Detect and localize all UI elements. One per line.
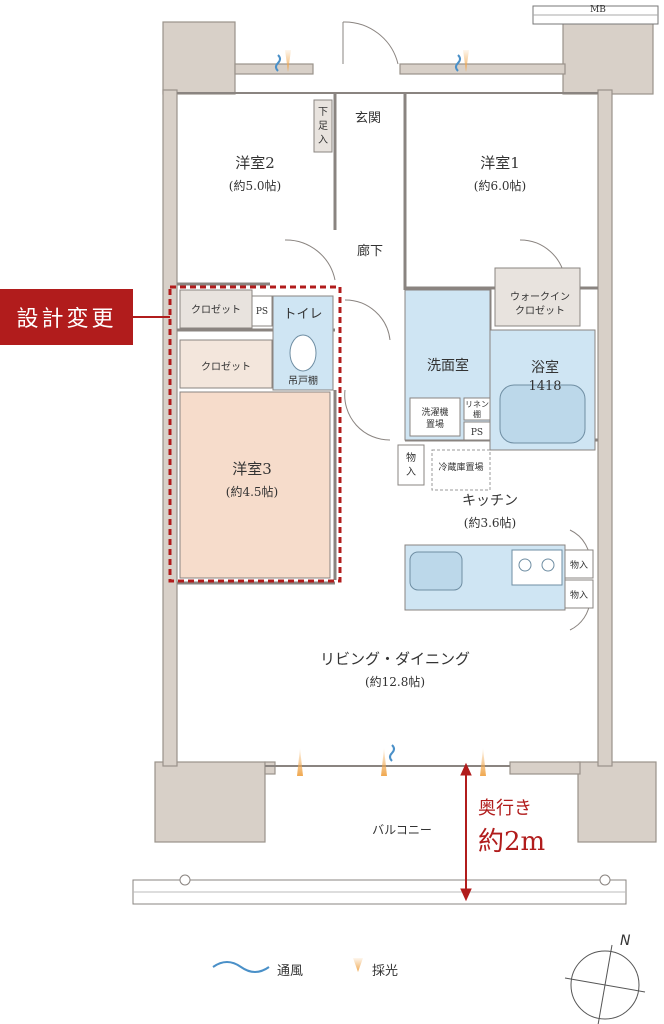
bathtub-icon	[499, 384, 586, 444]
column-top-right	[562, 21, 654, 95]
legend-daylight: 採光	[372, 964, 398, 979]
western3-name: 洋室3	[232, 460, 272, 478]
western2-name: 洋室2	[235, 154, 275, 172]
wall-right	[597, 89, 613, 767]
storage-right2-box	[564, 579, 594, 609]
depth-label-2: 約2m	[478, 827, 545, 857]
design-change-outline	[168, 285, 342, 583]
kitchen-size: (約3.6帖)	[464, 515, 516, 530]
western2-size: (約5.0帖)	[229, 178, 281, 193]
meter-box: MB	[532, 5, 659, 25]
walkin-label-2: クロゼット	[515, 305, 565, 317]
ps-left-label: PS	[256, 307, 268, 317]
wall-top-a	[234, 63, 314, 75]
storage-right1-box	[564, 549, 594, 579]
shoe-box-char-1: 下	[318, 107, 328, 118]
entrance-label: 玄関	[355, 111, 381, 126]
bathroom-code: 1418	[528, 379, 561, 394]
depth-arrow	[460, 762, 472, 902]
balcony	[132, 765, 627, 905]
storage-small-char-1: 物	[406, 451, 416, 464]
shoe-box-char-2: 足	[318, 120, 328, 132]
fridge-label: 冷蔵庫置場	[438, 461, 483, 473]
fridge-box	[431, 449, 491, 491]
structure	[154, 21, 657, 843]
compass	[564, 944, 646, 1024]
western1-name: 洋室1	[480, 154, 520, 172]
walkin-closet	[494, 267, 581, 327]
toilet-label: トイレ	[283, 307, 322, 322]
column-bottom-left	[154, 761, 266, 843]
ps-box-wash	[463, 421, 491, 441]
hanging-shelf-label: 吊戸棚	[288, 374, 318, 387]
wall-bottom-right	[509, 761, 581, 775]
legend-ventilation: 通風	[277, 964, 303, 979]
mb-label: MB	[590, 5, 606, 15]
compass-north: N	[620, 933, 631, 949]
storage-right2-label: 物入	[570, 589, 588, 601]
ps-box-left	[251, 295, 273, 327]
western3-size: (約4.5帖)	[226, 484, 278, 499]
closet-mid	[179, 339, 273, 389]
linen-label-1: リネン	[465, 400, 489, 409]
kitchen-name: キッチン	[462, 493, 518, 509]
balcony-label: バルコニー	[372, 823, 432, 837]
washroom-label: 洗面室	[427, 357, 469, 374]
storage-small-char-2: 入	[406, 467, 416, 478]
closet-mid-label: クロゼット	[201, 361, 251, 373]
storage-right1-label: 物入	[570, 559, 588, 571]
wall-left	[162, 89, 178, 767]
closet-top-label: クロゼット	[191, 304, 241, 316]
column-bottom-right	[577, 761, 657, 843]
linen-box	[463, 397, 491, 421]
ps-wash-label: PS	[471, 428, 483, 438]
wall-bottom-left	[264, 761, 276, 775]
walkin-label-1: ウォークイン	[510, 291, 570, 303]
bathroom-label: 浴室	[531, 359, 559, 376]
shoe-box-char-3: 入	[318, 135, 328, 146]
washer-label-2: 置場	[426, 418, 444, 430]
storage-small-box	[397, 444, 425, 486]
living-name: リビング・ダイニング	[320, 650, 470, 668]
ventilation-icons	[212, 54, 461, 973]
toilet-icon	[289, 334, 317, 372]
hallway-label: 廊下	[357, 243, 383, 259]
closet-top	[179, 289, 253, 329]
shoe-box	[313, 99, 333, 153]
linen-label-2: 棚	[473, 409, 481, 419]
light-icons	[285, 50, 486, 972]
sink-icon	[409, 551, 463, 591]
design-change-tag: 設計変更	[0, 289, 133, 345]
living-size: (約12.8帖)	[365, 674, 425, 689]
wall-top-b	[399, 63, 566, 75]
western3-floor	[179, 391, 331, 579]
washer-box	[409, 397, 461, 437]
stove-icon	[511, 549, 563, 586]
western1-size: (約6.0帖)	[474, 178, 526, 193]
column-top-left	[162, 21, 236, 95]
depth-label-1: 奥行き	[478, 798, 532, 819]
washer-label-1: 洗濯機	[421, 406, 448, 418]
